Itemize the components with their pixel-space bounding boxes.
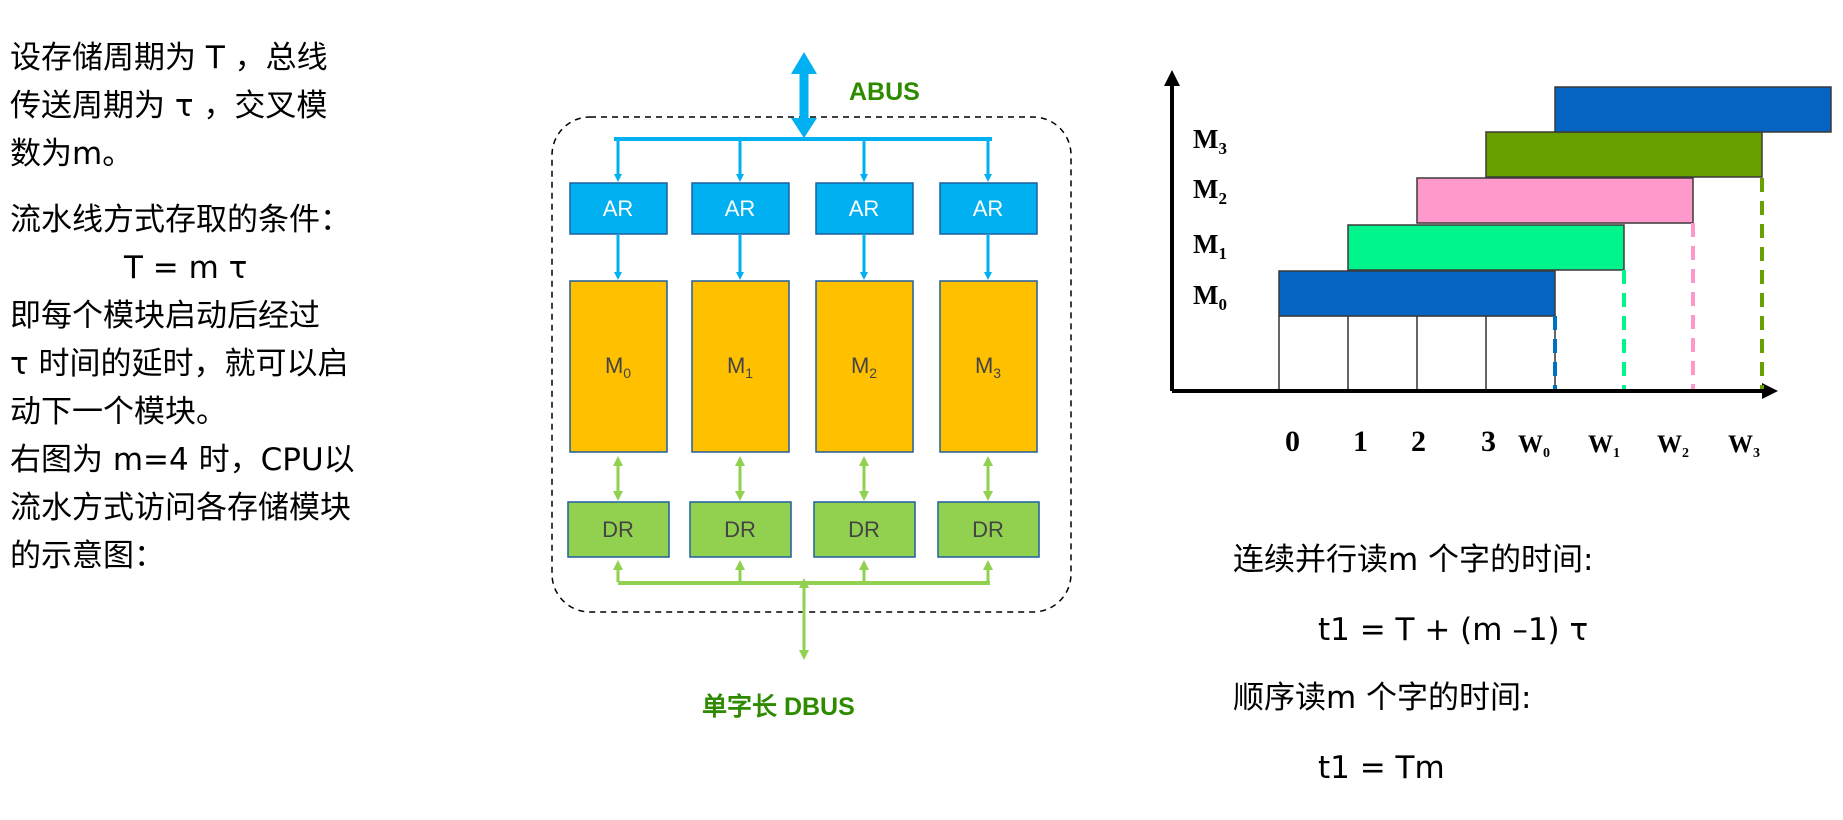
text-line-7: τ 时间的延时，就可以启 xyxy=(10,346,349,382)
ar-register-1 xyxy=(691,182,790,235)
memory-module-0 xyxy=(569,280,668,453)
abus-arrow xyxy=(791,52,817,138)
memory-module-3 xyxy=(939,280,1038,453)
text-line-3: 数为m。 xyxy=(10,136,134,172)
memory-module-1 xyxy=(691,280,790,453)
dr-label-1: DR xyxy=(724,517,756,542)
sequential-read-caption: 顺序读m 个字的时间: xyxy=(1233,680,1532,716)
timing-bar-3 xyxy=(1485,131,1763,178)
memory-module-2 xyxy=(815,280,914,453)
timing-bar-0 xyxy=(1278,270,1556,317)
formula-t-eq-m-tau: T = m τ xyxy=(124,250,248,286)
text-line-1: 设存储周期为 T ，总线 xyxy=(10,40,328,76)
row-label-m0: M0 xyxy=(1193,280,1227,314)
x-tick-2: 2 xyxy=(1411,425,1426,458)
timing-bar-4 xyxy=(1554,86,1832,133)
sequential-read-formula: t1 = Tm xyxy=(1318,750,1445,786)
parallel-read-formula: t1 = T + (m –1) τ xyxy=(1318,612,1589,648)
abus-label: ABUS xyxy=(849,78,920,106)
dr-label-3: DR xyxy=(972,517,1004,542)
memory-enclosure xyxy=(551,116,1072,613)
timing-bar-1 xyxy=(1347,224,1625,271)
ar-label-0: AR xyxy=(603,196,634,221)
w-tick-1: W1 xyxy=(1588,431,1620,461)
row-label-m2: M2 xyxy=(1193,174,1227,208)
w-tick-3: W3 xyxy=(1728,431,1760,461)
text-line-9: 右图为 m=4 时，CPU以 xyxy=(10,442,355,478)
parallel-read-caption: 连续并行读m 个字的时间: xyxy=(1233,542,1594,578)
text-line-11: 的示意图： xyxy=(10,538,165,574)
ar-label-1: AR xyxy=(725,196,756,221)
x-tick-0: 0 xyxy=(1285,425,1300,458)
dr-label-2: DR xyxy=(848,517,880,542)
timing-bar-2 xyxy=(1416,177,1694,224)
text-line-6: 即每个模块启动后经过 xyxy=(10,298,320,334)
ar-label-3: AR xyxy=(973,196,1004,221)
dr-register-2 xyxy=(813,501,916,558)
dr-register-3 xyxy=(937,501,1040,558)
text-line-8: 动下一个模块。 xyxy=(10,394,227,430)
left-description: 设存储周期为 T ，总线 传送周期为 τ ，交叉模 数为m。 流水线方式存取的条… xyxy=(10,38,450,584)
w-tick-0: W0 xyxy=(1518,431,1550,461)
dr-register-1 xyxy=(689,501,792,558)
dbus-label: 单字长 DBUS xyxy=(702,692,855,721)
x-tick-3: 3 xyxy=(1481,425,1496,458)
module-label-2: M2 xyxy=(851,353,877,381)
text-line-10: 流水方式访问各存储模块 xyxy=(10,490,351,526)
row-label-m1: M1 xyxy=(1193,229,1227,263)
module-label-0: M0 xyxy=(605,353,631,381)
x-tick-1: 1 xyxy=(1353,425,1368,458)
module-label-3: M3 xyxy=(975,353,1001,381)
w-tick-2: W2 xyxy=(1657,431,1689,461)
dr-register-0 xyxy=(567,501,670,558)
module-label-1: M1 xyxy=(727,353,753,381)
data-bus xyxy=(618,578,990,660)
ar-register-3 xyxy=(939,182,1038,235)
ar-register-2 xyxy=(815,182,914,235)
dr-label-0: DR xyxy=(602,517,634,542)
text-line-4: 流水线方式存取的条件： xyxy=(10,202,351,238)
right-description: 连续并行读m 个字的时间: t1 = T + (m –1) τ 顺序读m 个字的… xyxy=(1233,540,1793,820)
text-line-2: 传送周期为 τ ，交叉模 xyxy=(10,88,328,124)
row-label-m3: M3 xyxy=(1193,124,1227,158)
ar-label-2: AR xyxy=(849,196,880,221)
